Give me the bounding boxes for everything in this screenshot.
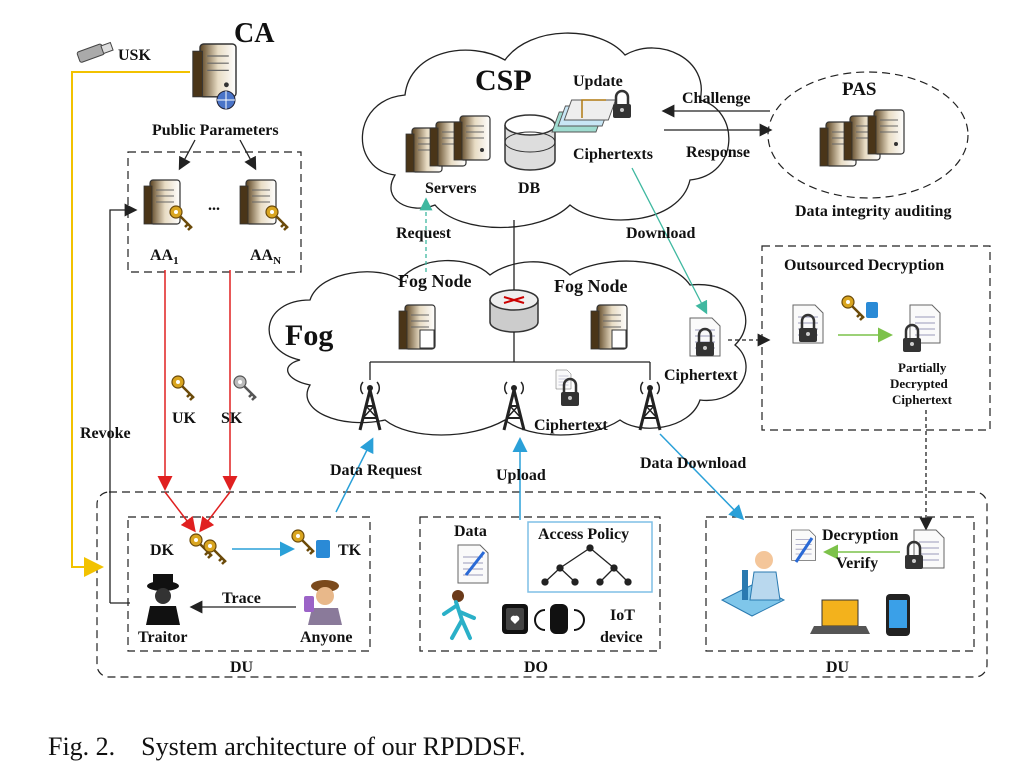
- fog-node-right-label: Fog Node: [554, 276, 628, 296]
- iot-wearable-icon: [534, 604, 585, 634]
- data-doc-icon: [457, 544, 489, 584]
- ca-label: CA: [234, 18, 275, 49]
- download-label: Download: [626, 225, 695, 242]
- download-arrow: [631, 167, 708, 315]
- partially-decrypted-icon: [901, 304, 941, 354]
- public-parameters-label: Public Parameters: [152, 122, 279, 139]
- traitor-icon: [146, 574, 180, 625]
- update-label: Update: [573, 73, 623, 90]
- dk-keys-icon: [188, 532, 228, 566]
- challenge-label: Challenge: [682, 90, 750, 107]
- sk-to-dk-arrow: [199, 491, 231, 533]
- outsourced-key-icon: [840, 294, 878, 322]
- access-policy-label: Access Policy: [538, 526, 629, 543]
- uk-to-dk-arrow: [164, 491, 196, 533]
- do-label: DO: [524, 659, 548, 676]
- uk-key-icon: [170, 374, 196, 402]
- revoke-label: Revoke: [80, 425, 131, 442]
- pas-label: PAS: [842, 79, 876, 100]
- request-label: Request: [396, 225, 452, 242]
- sk-label: SK: [221, 410, 243, 427]
- ciphertext-fog-label: Ciphertext: [664, 367, 738, 384]
- data-label: Data: [454, 523, 487, 540]
- sk-key-icon: [233, 375, 257, 401]
- decrypted-label: Decrypted: [890, 376, 949, 391]
- verify-label: Verify: [836, 555, 878, 572]
- fog-node-left-icon: [398, 304, 436, 350]
- data-download-arrow: [659, 433, 745, 521]
- usk-label: USK: [118, 47, 151, 64]
- du-left-box: [127, 516, 371, 652]
- database-icon: [504, 114, 556, 171]
- du-pen-doc-icon: [791, 529, 817, 563]
- data-request-label: Data Request: [330, 462, 423, 479]
- anyone-label: Anyone: [300, 629, 352, 646]
- servers-label: Servers: [425, 180, 477, 197]
- anyone-icon: [304, 580, 342, 625]
- pas-servers-icon: [819, 109, 905, 167]
- ciphertexts-label: Ciphertexts: [573, 146, 653, 163]
- traitor-label: Traitor: [138, 629, 187, 646]
- fog-node-left-label: Fog Node: [398, 271, 472, 291]
- smartwatch-icon: [502, 604, 528, 634]
- iot-label: IoT: [610, 607, 635, 624]
- trace-label: Trace: [222, 590, 261, 607]
- users-outer-box: [96, 491, 988, 678]
- aa-ellipsis: ...: [208, 197, 220, 214]
- du-person-icon: [720, 551, 786, 617]
- ciphertext-partial-label: Ciphertext: [892, 392, 953, 407]
- dk-label: DK: [150, 542, 175, 559]
- ciphertext-tower-label: Ciphertext: [534, 417, 608, 434]
- aa1-label: AA1: [150, 247, 179, 267]
- response-label: Response: [686, 144, 750, 161]
- fog-cloud: [268, 259, 747, 436]
- csp-label: CSP: [475, 64, 532, 97]
- device-label: device: [600, 629, 643, 646]
- aan-server-icon: [239, 179, 290, 232]
- outsourced-ciphertext-icon: [792, 304, 824, 344]
- ciphertexts-stack-icon: [551, 89, 633, 133]
- revoke-line: [109, 203, 138, 603]
- upload-label: Upload: [496, 467, 546, 484]
- tk-key-icon: [290, 528, 330, 558]
- aan-label: AAN: [250, 247, 281, 267]
- tk-label: TK: [338, 542, 362, 559]
- data-integrity-label: Data integrity auditing: [795, 203, 951, 220]
- db-label: DB: [518, 180, 541, 197]
- uk-label: UK: [172, 410, 197, 427]
- ca-server-icon: [192, 43, 237, 110]
- router-icon: [489, 289, 539, 333]
- aa1-server-icon: [143, 179, 194, 232]
- pp-to-aa1-arrow: [178, 139, 196, 171]
- do-box: [419, 516, 661, 652]
- outsourced-decryption-label: Outsourced Decryption: [784, 257, 944, 274]
- access-policy-box: [527, 521, 653, 593]
- fog-ciphertext-doc-icon: [689, 317, 721, 358]
- usb-icon: [76, 41, 114, 63]
- partially-label: Partially: [898, 360, 947, 375]
- figure-caption: Fig. 2. System architecture of our RPDDS…: [48, 732, 525, 761]
- du-right-label: DU: [826, 659, 850, 676]
- runner-icon: [442, 590, 476, 640]
- laptop-icon: [810, 599, 870, 634]
- fog-node-right-icon: [590, 304, 628, 350]
- du-locked-doc-icon: [903, 529, 945, 571]
- decryption-label: Decryption: [822, 527, 899, 544]
- data-download-label: Data Download: [640, 455, 746, 472]
- pp-to-aan-arrow: [239, 139, 257, 171]
- du-right-box: [705, 516, 975, 652]
- smartphone-icon: [886, 594, 910, 636]
- usk-line: [71, 71, 190, 577]
- du-left-label: DU: [230, 659, 254, 676]
- access-policy-tree-icon: [541, 544, 632, 586]
- fog-label: Fog: [285, 319, 333, 352]
- data-request-arrow: [335, 437, 374, 513]
- pas-ellipse: [767, 71, 969, 199]
- update-arrow: [581, 99, 606, 118]
